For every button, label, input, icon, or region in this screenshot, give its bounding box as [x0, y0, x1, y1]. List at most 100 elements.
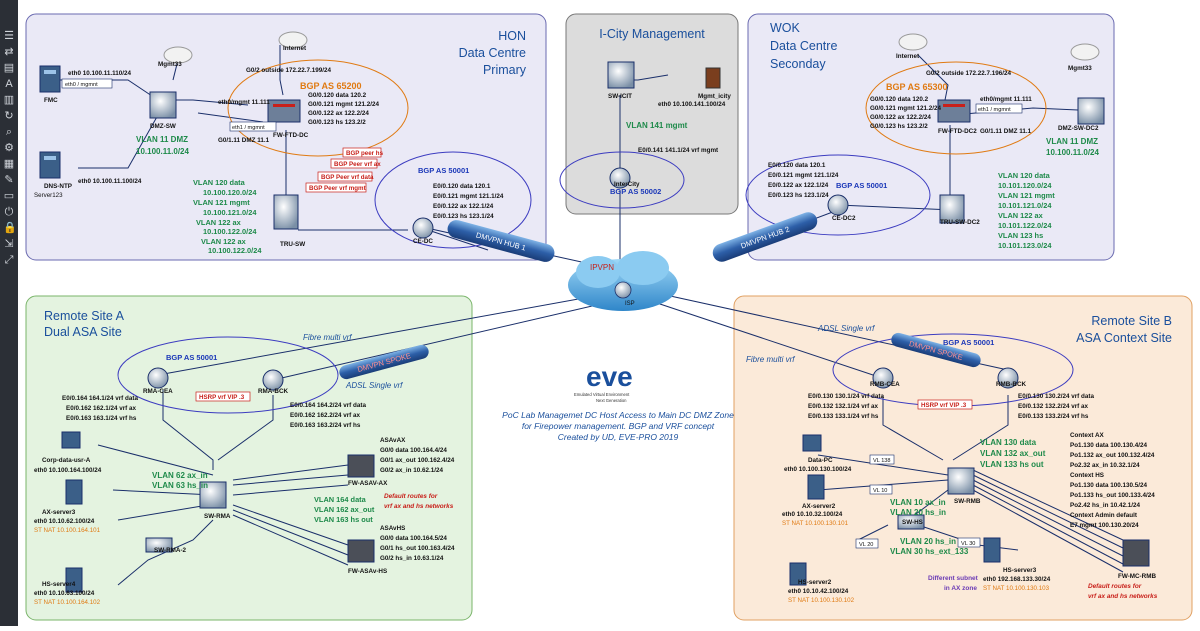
toolbar-icon-11[interactable]: ⏻ [4, 206, 14, 218]
isp-router-icon [614, 281, 632, 299]
rsb-left-if-1: E0/0.132 132.1/24 vrf ax [808, 403, 879, 410]
rsa-vlan62: VLAN 62 ax_in [152, 471, 208, 480]
ce-dc2-name: CE-DC2 [832, 215, 856, 222]
hs-server3-nat: ST NAT 10.100.130.103 [983, 585, 1050, 592]
topology-canvas[interactable]: HON Data Centre Primary I-City Managemen… [18, 0, 1200, 626]
hon-mgmt33: Mgmt33 [158, 61, 182, 68]
wok-title-2: Data Centre [770, 39, 837, 53]
toolbar-icon-14[interactable]: ⤢ [4, 254, 14, 266]
toolbar-icon-9[interactable]: ✎ [4, 174, 14, 186]
ftd-name: FW-FTD-DC [273, 132, 309, 139]
ce-name: CE-DC [413, 238, 433, 245]
hon-vlan-dmz: VLAN 11 DMZ [136, 135, 188, 144]
hon-vlan-2: VLAN 121 mgmt [193, 198, 250, 207]
ax-server3-icon [65, 479, 83, 505]
hon-vlan-1: 10.100.120.0/24 [203, 188, 257, 197]
wok-ftd-if-3: G0/0.123 hs 123.2/2 [870, 123, 928, 130]
dns-sub: Server123 [34, 192, 63, 199]
sw-rma-2-icon [145, 537, 173, 553]
asahs-name: FW-ASAv-HS [348, 568, 387, 575]
rsb-vlan133: VLAN 133 hs out [980, 460, 1044, 469]
toolbar-icon-0[interactable]: ☰ [4, 30, 14, 42]
dmz-sw-dc2-name: DMZ-SW-DC2 [1058, 125, 1099, 132]
dmz-switch-icon [149, 91, 177, 119]
fw-mc-rmb-icon [1122, 539, 1150, 567]
dns-ip: eth0 10.100.11.100/24 [78, 178, 142, 185]
hs-server3-name: HS-server3 [1003, 567, 1037, 574]
hon-vlan-dmz-net: 10.100.11.0/24 [136, 147, 189, 156]
rma-cea-name: RMA-CEA [143, 388, 173, 395]
wok-dmz-if: G0/1.11 DMZ 11.1 [980, 128, 1032, 135]
hon-vlan-7: 10.100.122.0/24 [208, 246, 262, 255]
tru-switch-icon [273, 194, 299, 230]
rsb-ctx-0: Context AX [1070, 432, 1105, 439]
wok-ce-bgp-ellipse [745, 154, 931, 236]
wok-bgp2: BGP AS 50001 [836, 181, 887, 190]
asav-hs-icon [347, 539, 375, 563]
rsb-adsl: ADSL Single vrf [817, 324, 875, 333]
center-line-1: for Firepower management. BGP and VRF co… [522, 421, 715, 431]
wok-vlan-4: VLAN 122 ax [998, 211, 1044, 220]
rsb-right-if-2: E0/0.133 133.2/24 vrf hs [1018, 413, 1089, 420]
hon-ce-if-3: E0/0.123 hs 123.1/24 [433, 213, 494, 220]
rsb-ctx-5: Po1.130 data 100.130.5/24 [1070, 482, 1148, 489]
icity-zone [565, 13, 739, 215]
rsb-default-routes-0: Default routes for [1088, 583, 1142, 590]
center-line-0: PoC Lab Managemet DC Host Access to Main… [502, 410, 734, 420]
toolbar-icon-7[interactable]: ⚙ [4, 142, 14, 154]
sw-hs-name: SW-HS [902, 519, 923, 526]
toolbar-icon-10[interactable]: ▭ [3, 190, 15, 202]
tru-sw-dc2-icon [939, 194, 965, 224]
hon-ftd-if-2: G0/0.122 ax 122.2/24 [308, 110, 369, 117]
rsb-right-if-1: E0/0.132 132.2/24 vrf ax [1018, 403, 1089, 410]
hon-title-1: HON [498, 29, 526, 43]
asahs-if-0: G0/0 data 100.164.5/24 [380, 535, 447, 542]
toolbar-icon-8[interactable]: ▦ [3, 158, 15, 170]
hs-server2-icon [789, 562, 807, 586]
sw-icit-name: SW-ICIT [608, 93, 632, 100]
rsb-vl30: VL 30 [961, 541, 975, 547]
hon-ftd-if-0: G0/0.120 data 120.2 [308, 92, 367, 99]
hon-ftd-if-3: G0/0.123 hs 123.2/2 [308, 119, 366, 126]
wok-ftd-if-2: G0/0.122 ax 122.2/24 [870, 114, 931, 121]
toolbar-icon-1[interactable]: ⇄ [4, 46, 14, 58]
rsa-bgp: BGP AS 50001 [166, 353, 217, 362]
rsb-vlan20b: VLAN 20 hs_in [900, 537, 956, 546]
toolbar-icon-5[interactable]: ↻ [4, 110, 14, 122]
rsb-hsrp: HSRP vrf VIP .3 [921, 402, 967, 409]
hon-bgp: BGP AS 65200 [300, 81, 362, 91]
toolbar-icon-2[interactable]: ▤ [3, 62, 15, 74]
eve-logo: eve Emulated Virtual Environment Next Ge… [574, 361, 633, 403]
svg-text:BGP Peer vrf ax: BGP Peer vrf ax [334, 161, 381, 168]
wok-vlan-7: 10.101.123.0/24 [998, 241, 1052, 250]
rsa-right-if-0: E0/0.164 164.2/24 vrf data [290, 402, 366, 409]
toolbar-icon-12[interactable]: 🔒 [3, 222, 17, 234]
rsa-right-if-2: E0/0.163 163.2/24 vrf hs [290, 422, 361, 429]
hon-eth0mgmt: eth0/mgmt 11.111 [218, 99, 270, 106]
hon-vlan-6: VLAN 122 ax [201, 237, 247, 246]
wok-vlan-1: 10.101.120.0/24 [998, 181, 1052, 190]
wok-ce-if-2: E0/0.122 ax 122.1/24 [768, 182, 829, 189]
rmb-bck-router-icon [997, 367, 1019, 389]
rsa-left-if-1: E0/0.162 162.1/24 vrf ax [66, 405, 137, 412]
ax-server2-name: AX-server2 [802, 503, 836, 510]
wok-ftd-if-0: G0/0.120 data 120.2 [870, 96, 929, 103]
toolbar-icon-3[interactable]: A [5, 78, 13, 90]
hon-ce-if-1: E0/0.121 mgmt 121.1/24 [433, 193, 504, 200]
ax-server3-ip: eth0 10.10.62.100/24 [34, 518, 95, 525]
toolbar-icon-13[interactable]: ⇲ [4, 238, 14, 250]
hon-ce-if-0: E0/0.120 data 120.1 [433, 183, 491, 190]
toolbar-icon-4[interactable]: ▥ [3, 94, 15, 106]
rsb-ctx-3: Po2.32 ax_in 10.32.1/24 [1070, 462, 1140, 469]
rsa-fibre: Fibre multi vrf [303, 333, 352, 342]
ftd-firewall-icon [267, 99, 301, 123]
hon-vlan-5: 10.100.122.0/24 [203, 227, 257, 236]
svg-text:BGP Peer vrf mgmt: BGP Peer vrf mgmt [309, 185, 366, 192]
svg-text:Emulated Virtual Environment: Emulated Virtual Environment [574, 392, 630, 397]
wok-eth1mgmt: eth1 / mgmnt [978, 107, 1011, 113]
icity-vlan: VLAN 141 mgmt [626, 121, 688, 130]
toolbar-icon-6[interactable]: ⌕ [5, 126, 13, 138]
rsb-title-1: Remote Site B [1091, 314, 1172, 328]
hon-bgp-peers: BGP peer hs BGP Peer vrf ax BGP Peer vrf… [305, 147, 384, 193]
rsa-bgp-ellipse [117, 336, 339, 414]
